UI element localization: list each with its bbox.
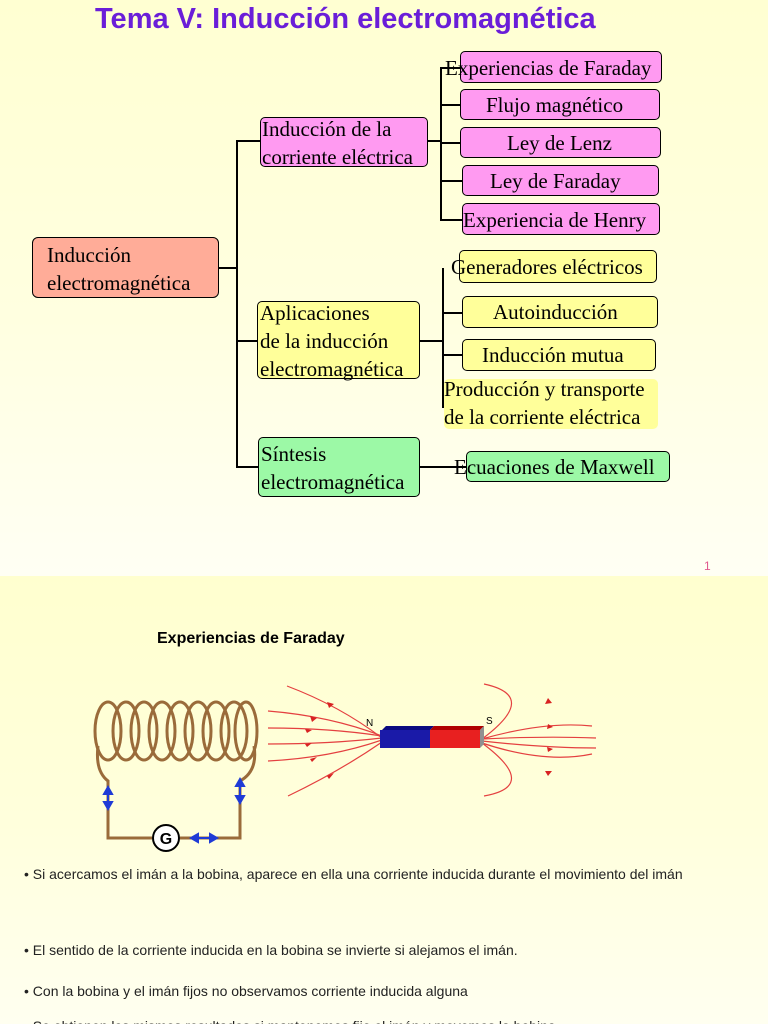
- slide-title: Tema V: Inducción electromagnética: [95, 3, 596, 35]
- connector: [218, 267, 238, 269]
- connector: [428, 140, 442, 142]
- branch-label: Inducción de la: [262, 117, 392, 141]
- leaf-node: [444, 379, 658, 429]
- bullet-text: • Se obtienen los mismos resultados si m…: [24, 1016, 764, 1024]
- leaf-label: Inducción mutua: [482, 343, 624, 367]
- connector: [440, 67, 460, 69]
- galvanometer-label: G: [160, 831, 172, 848]
- coil-icon: [93, 700, 259, 840]
- branch-label: electromagnética: [261, 470, 405, 494]
- connector: [440, 219, 462, 221]
- connector: [440, 67, 442, 221]
- connector: [236, 140, 238, 468]
- leaf-node: [460, 51, 662, 83]
- connector: [442, 354, 462, 356]
- root-label-line1: Inducción: [47, 243, 131, 267]
- branch-label: Síntesis: [261, 442, 327, 466]
- magnet-south-label: S: [486, 716, 493, 727]
- connector: [442, 268, 444, 408]
- connector: [236, 466, 258, 468]
- leaf-label: Experiencia de Henry: [463, 208, 647, 232]
- field-lines: [267, 683, 597, 797]
- bullet-text: • El sentido de la corriente inducida en…: [24, 942, 518, 958]
- leaf-node: [459, 250, 657, 283]
- faraday-diagram: G: [93, 683, 597, 852]
- leaf-label: Ecuaciones de Maxwell: [454, 455, 655, 479]
- leaf-node: [460, 89, 660, 120]
- field-arrow-icon: [305, 698, 553, 779]
- root-node: [32, 237, 219, 298]
- leaf-label: Ley de Faraday: [490, 169, 621, 193]
- leaf-node: [462, 165, 659, 196]
- leaf-node: [462, 339, 656, 371]
- magnet-north-label: N: [366, 718, 373, 729]
- connector: [420, 466, 466, 468]
- leaf-node: [462, 296, 658, 328]
- bullet-text: • Con la bobina y el imán fijos no obser…: [24, 983, 468, 999]
- leaf-label: Flujo magnético: [486, 93, 624, 117]
- leaf-label: Generadores eléctricos: [451, 255, 643, 279]
- slide-concept-map: Tema V: Inducción electromagnética Induc…: [0, 0, 768, 576]
- slide-faraday: Experiencias de Faraday G: [0, 576, 768, 1024]
- root-label-line2: electromagnética: [47, 271, 191, 295]
- leaf-node: [460, 127, 661, 158]
- leaf-label: Ley de Lenz: [507, 131, 612, 155]
- branch-node-aplicaciones: [257, 301, 420, 379]
- leaf-node: [462, 203, 660, 235]
- page-number: 1: [704, 559, 711, 573]
- leaf-label: Producción y transporte: [444, 377, 645, 401]
- current-arrow-icon: [102, 776, 246, 844]
- leaf-label: Autoinducción: [493, 300, 618, 324]
- connector: [440, 104, 460, 106]
- leaf-label: de la corriente eléctrica: [444, 405, 641, 429]
- branch-label: electromagnética: [260, 357, 404, 381]
- galvanometer-icon: G: [152, 824, 180, 852]
- connector: [236, 140, 260, 142]
- connector: [236, 340, 258, 342]
- branch-node-sintesis: [258, 437, 420, 497]
- leaf-label: Experiencias de Faraday: [445, 56, 652, 80]
- bullet-text: • Si acercamos el imán a la bobina, apar…: [24, 866, 683, 882]
- connector: [420, 340, 444, 342]
- branch-label: de la inducción: [260, 329, 389, 353]
- branch-label: corriente eléctrica: [262, 145, 413, 169]
- leaf-node: [466, 451, 670, 482]
- connector: [440, 142, 460, 144]
- connector: [442, 312, 462, 314]
- connector: [440, 180, 462, 182]
- branch-label: Aplicaciones: [260, 301, 370, 325]
- branch-node-induccion: [260, 117, 428, 167]
- slide-title: Experiencias de Faraday: [157, 630, 345, 647]
- magnet-icon: N S: [366, 716, 493, 748]
